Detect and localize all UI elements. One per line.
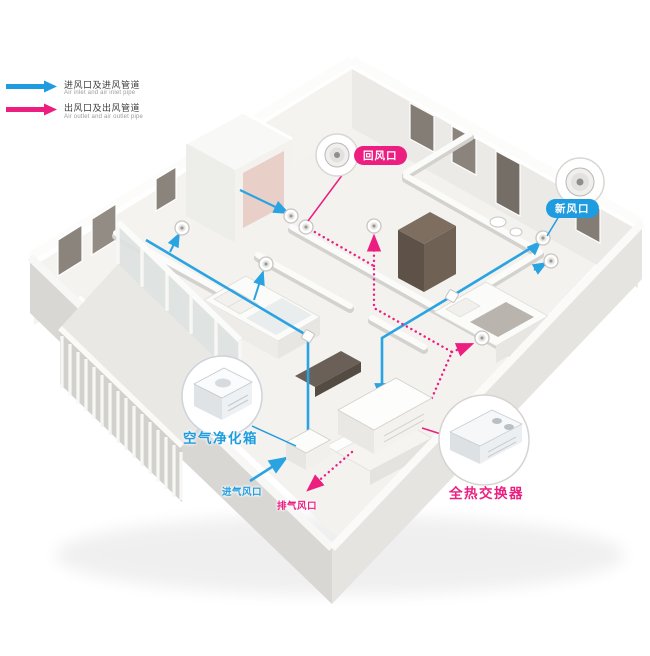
supply-vent-icon [174,208,559,272]
fresh-vent-callout-icon [555,157,605,207]
return-vent-callout-icon [315,133,359,177]
purifier-callout-icon [181,355,263,437]
bathroom-fixtures [489,216,523,237]
exhaust-duct [304,225,475,492]
window [57,165,177,278]
hrv-unit [337,377,433,454]
core-block [185,110,293,243]
purifier-unit [285,428,331,470]
wardrobe [398,212,456,292]
heat-exchanger-callout-icon [438,394,530,486]
duct-junction-box [301,289,459,343]
bed-right [433,281,549,363]
tv-console [295,351,361,397]
return-vent-icon [298,218,490,346]
interior-walls [112,131,544,362]
